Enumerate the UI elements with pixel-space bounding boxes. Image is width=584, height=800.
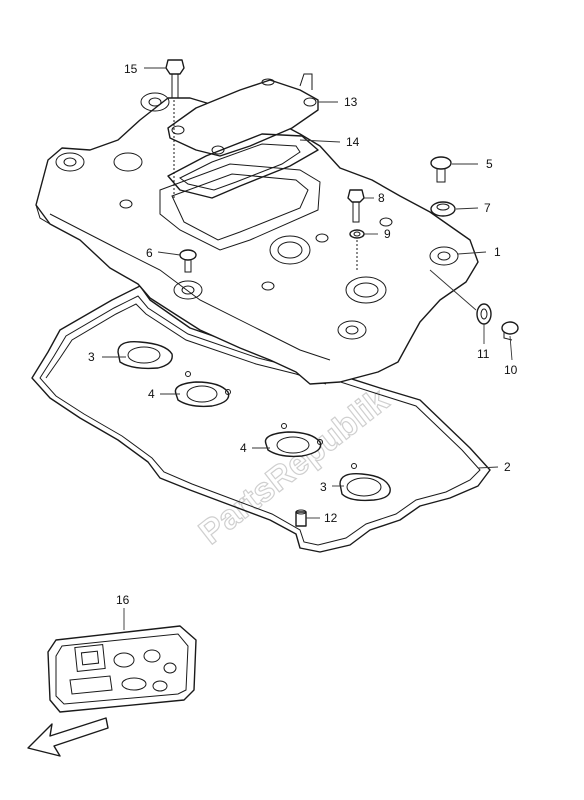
label-4-lower: 4	[240, 441, 247, 455]
breather-cover	[167, 73, 319, 157]
label-12: 12	[324, 511, 338, 525]
label-11: 11	[477, 347, 490, 361]
label-15: 15	[124, 62, 138, 76]
label-6: 6	[146, 246, 153, 260]
label-16: 16	[116, 593, 130, 607]
label-8: 8	[378, 191, 385, 205]
label-2: 2	[504, 460, 511, 474]
label-14: 14	[346, 135, 360, 149]
washer-9	[349, 229, 365, 272]
screw-5	[430, 156, 452, 183]
plug-hole-gasket-4-upper	[174, 371, 231, 408]
label-10: 10	[504, 363, 518, 377]
label-5: 5	[486, 157, 493, 171]
plug-hole-gasket-3-lower	[339, 463, 391, 502]
gasket-set-16	[47, 625, 197, 713]
plug-hole-gasket-3-upper	[117, 341, 173, 370]
plug-10	[501, 321, 519, 341]
breather-cover-gasket	[167, 133, 319, 199]
part-number-labels: 15 13 14 5 7 8 9 1 6 11 10 3 4 4 2 3 12 …	[88, 62, 518, 607]
label-3-lower: 3	[320, 480, 327, 494]
front-direction-arrow-icon	[27, 717, 109, 757]
plug-hole-gasket-4-lower	[264, 423, 323, 458]
dowel-pin-12	[295, 509, 307, 527]
label-13: 13	[344, 95, 358, 109]
leader-lines	[102, 67, 513, 630]
grommet-7	[430, 201, 456, 217]
bolt-8	[347, 189, 365, 223]
label-3-upper: 3	[88, 350, 95, 364]
label-1: 1	[494, 245, 501, 259]
label-4-upper: 4	[148, 387, 155, 401]
label-9: 9	[384, 227, 391, 241]
label-7: 7	[484, 201, 491, 215]
bolt-15	[165, 59, 185, 200]
cylinder-head-cover	[35, 92, 479, 385]
cylinder-head-cover-gasket	[31, 285, 491, 553]
seal-washer-11	[476, 303, 492, 325]
